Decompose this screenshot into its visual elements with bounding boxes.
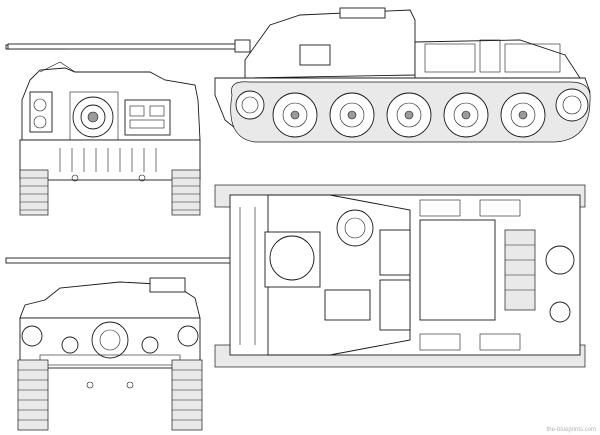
idler-wheel [235,90,265,120]
side-view-casemate [244,9,416,79]
rear-view-left-track [17,359,49,431]
commander-cupola [336,209,374,247]
rear-view-gun-barrel [5,257,242,264]
watermark-text: the-blueprints.com [546,427,596,433]
front-view-right-track [171,169,201,216]
rear-view [5,257,242,431]
front-view-lower-hull [19,139,201,181]
side-view-road-wheels [235,88,589,138]
rear-view-right-track [171,359,203,431]
top-view [214,184,586,368]
radiator-grille [504,229,536,311]
drive-sprocket [555,88,589,122]
engine-deck [419,219,496,321]
front-view [5,44,201,216]
front-view-left-track [19,169,49,216]
rear-hatch [91,321,129,359]
side-view [7,7,591,143]
top-view-mantlet [269,235,315,281]
side-view-gun-barrel [7,43,244,50]
rear-cap [545,245,575,275]
